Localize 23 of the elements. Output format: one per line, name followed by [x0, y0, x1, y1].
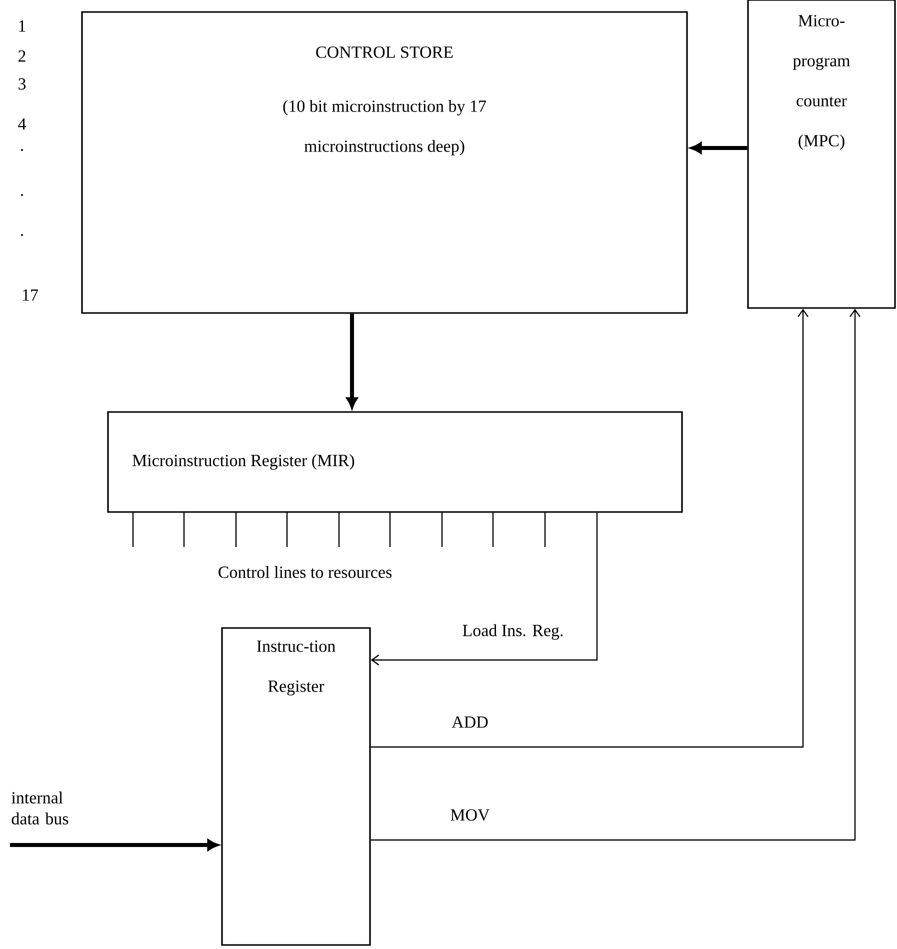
edge-label: MOV: [450, 809, 490, 821]
register-box: Instruc-tion Register: [221, 627, 371, 946]
edge-label: internal data bus: [12, 792, 68, 824]
caption: Control lines to resources: [218, 566, 392, 578]
arrow: [370, 308, 808, 748]
arrow: [370, 308, 860, 841]
control-store-box: CONTROL STORE (10 bit microinstruction by 17 microinstructions deep): [81, 11, 688, 314]
arrow: [370, 512, 598, 666]
register-box: Microinstruction Register (MIR): [107, 411, 683, 513]
row-number: 1: [19, 20, 26, 32]
arrow: [690, 142, 748, 154]
row-number: 2: [18, 50, 26, 62]
counter-box: Micro-program counter (MPC): [747, 0, 896, 309]
row-number: 3: [18, 78, 26, 90]
row-number: .: [21, 194, 23, 196]
arrow: [346, 314, 358, 408]
row-number: .: [21, 149, 23, 151]
row-number: 17: [23, 289, 38, 301]
edge-label: Load Ins. Reg.: [462, 624, 563, 640]
edge-label: ADD: [452, 716, 488, 728]
row-number: 4: [18, 118, 26, 130]
row-number: .: [21, 234, 23, 236]
arrow: [10, 839, 218, 851]
